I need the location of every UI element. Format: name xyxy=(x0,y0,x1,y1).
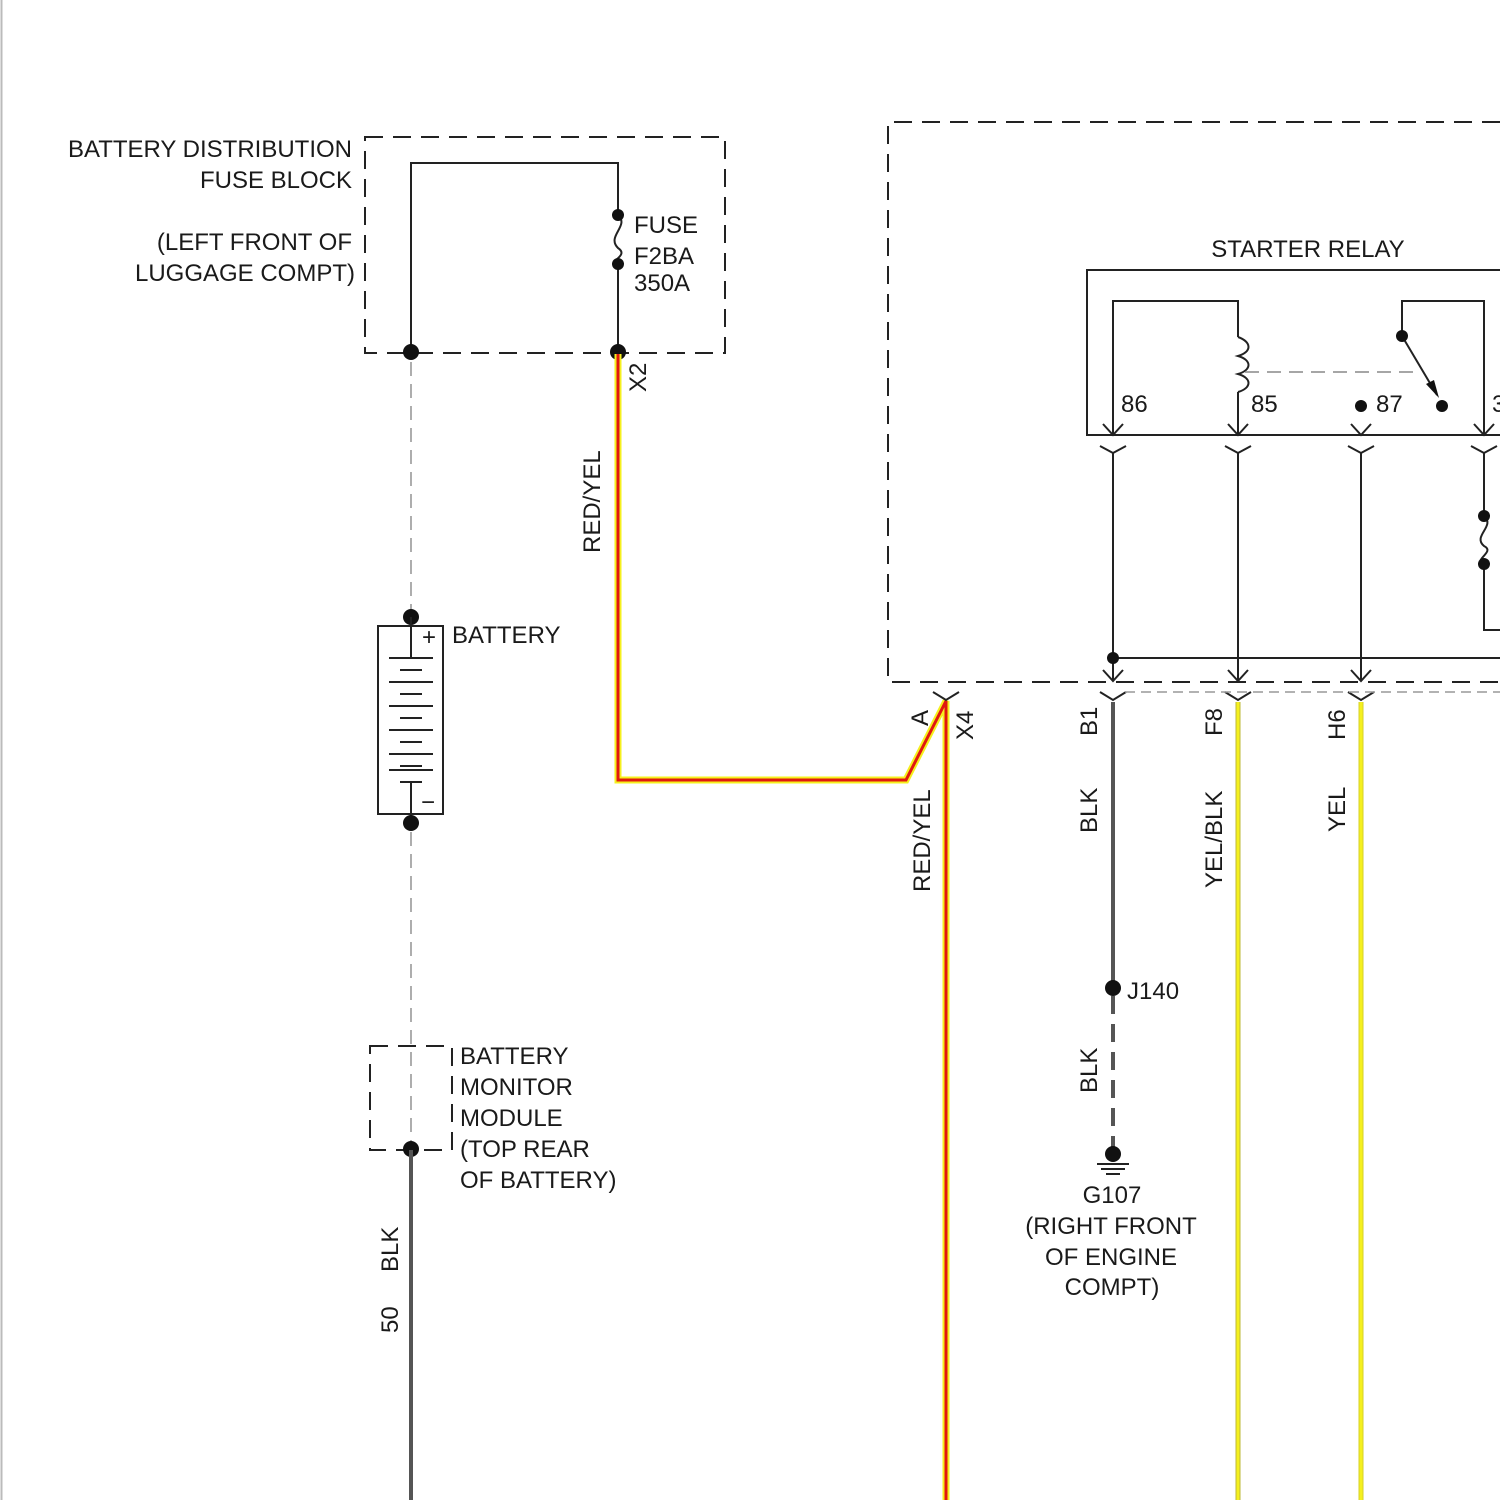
relay-coil-icon xyxy=(1238,337,1249,392)
f8-wire-color: YEL/BLK xyxy=(1201,791,1228,888)
ground-icon xyxy=(1097,1164,1129,1174)
battery-section: + − BATTERY xyxy=(378,362,560,1148)
fuse-block-location-2: LUGGAGE COMPT) xyxy=(135,260,355,287)
red-yel-wire-outline xyxy=(618,354,946,1500)
battery-monitor-module: BATTERY MONITOR MODULE (TOP REAR OF BATT… xyxy=(370,1043,616,1194)
ground-location-2: OF ENGINE xyxy=(1045,1244,1177,1271)
connector-h6: H6 xyxy=(1324,709,1351,740)
splice-j140 xyxy=(1105,980,1121,996)
right-module: STARTER RELAY 86 85 87 3 xyxy=(888,122,1500,700)
internal-fuse-icon xyxy=(1481,516,1488,564)
starter-relay: STARTER RELAY 86 85 87 3 xyxy=(1087,236,1500,453)
connector-b1: B1 xyxy=(1076,707,1103,736)
fuse-label-1: FUSE xyxy=(634,212,698,239)
fuse-label-2: F2BA xyxy=(634,243,694,270)
yellow-wires: YEL/BLK YEL xyxy=(1201,702,1361,1500)
fuse-block: BATTERY DISTRIBUTION FUSE BLOCK (LEFT FR… xyxy=(68,136,725,392)
battery-ground-wire: BLK 50 xyxy=(377,1150,411,1500)
ground-g107-point xyxy=(1105,1146,1121,1162)
battery-monitor-label-1: BATTERY xyxy=(460,1043,568,1070)
red-yel-wire xyxy=(618,354,946,1500)
red-yel-label-upper: RED/YEL xyxy=(579,450,606,553)
relay-contact-87 xyxy=(1355,400,1367,412)
relay-pin-arrows xyxy=(1100,424,1497,453)
fuse-terminal-bottom xyxy=(612,258,624,270)
ground-location-1: (RIGHT FRONT xyxy=(1025,1213,1197,1240)
b1-wire-color: BLK xyxy=(1076,788,1103,833)
splice-j140-label: J140 xyxy=(1127,978,1179,1005)
relay-switch-lead xyxy=(1402,301,1484,435)
connector-f8: F8 xyxy=(1201,708,1228,736)
fuse-block-bus xyxy=(411,163,618,352)
battery-cells xyxy=(389,658,433,782)
relay-pin-85: 85 xyxy=(1251,391,1278,418)
battery-plus-sign: + xyxy=(422,624,436,651)
connector-x2-label: X2 xyxy=(625,363,652,392)
relay-contact-a xyxy=(1436,400,1448,412)
internal-fuse-top xyxy=(1478,510,1490,522)
relay-pin-87: 87 xyxy=(1376,391,1403,418)
fuse-block-junction-left xyxy=(403,344,419,360)
connector-arrows xyxy=(933,670,1374,700)
battery-monitor-label-2: MONITOR xyxy=(460,1074,573,1101)
ground-wire-color: BLK xyxy=(1076,1048,1103,1093)
red-yel-feed: RED/YEL RED/YEL xyxy=(579,354,946,1500)
battery-negative-terminal xyxy=(403,815,419,831)
connector-pin-a: A xyxy=(907,710,934,726)
internal-30-lower xyxy=(1484,564,1500,630)
battery-ground-circuit-label: 50 xyxy=(377,1306,404,1333)
fuse-block-title-2: FUSE BLOCK xyxy=(200,167,352,194)
ground-g107-label: G107 xyxy=(1083,1182,1142,1209)
ground-location-3: COMPT) xyxy=(1065,1274,1160,1301)
fuse-terminal-top xyxy=(612,209,624,221)
fuse-icon xyxy=(615,215,622,264)
relay-pin-30: 3 xyxy=(1492,391,1500,418)
internal-fuse-bottom xyxy=(1478,558,1490,570)
h6-wire-color: YEL xyxy=(1324,787,1351,832)
ground-circuit: BLK J140 BLK G107 (RIGHT FRONT OF ENGINE… xyxy=(1025,702,1197,1301)
fuse-label-3: 350A xyxy=(634,270,690,297)
battery-monitor-label-3: MODULE xyxy=(460,1105,563,1132)
battery-minus-sign: − xyxy=(421,789,435,816)
relay-pin-86: 86 xyxy=(1121,391,1148,418)
internal-ground-junction xyxy=(1107,652,1119,664)
fuse-block-location-1: (LEFT FRONT OF xyxy=(157,229,352,256)
battery-monitor-label-4: (TOP REAR xyxy=(460,1136,590,1163)
relay-switch-pivot xyxy=(1396,330,1408,342)
right-module-outline xyxy=(888,122,1500,682)
red-yel-label-lower: RED/YEL xyxy=(909,789,936,892)
relay-switch-arrow xyxy=(1426,380,1439,398)
starter-relay-title: STARTER RELAY xyxy=(1211,236,1404,263)
fuse-block-title-1: BATTERY DISTRIBUTION xyxy=(68,136,352,163)
battery-monitor-label-5: OF BATTERY) xyxy=(460,1167,616,1194)
connector-x4: X4 xyxy=(952,711,979,740)
battery-label: BATTERY xyxy=(452,622,560,649)
battery-ground-color-label: BLK xyxy=(377,1227,404,1272)
